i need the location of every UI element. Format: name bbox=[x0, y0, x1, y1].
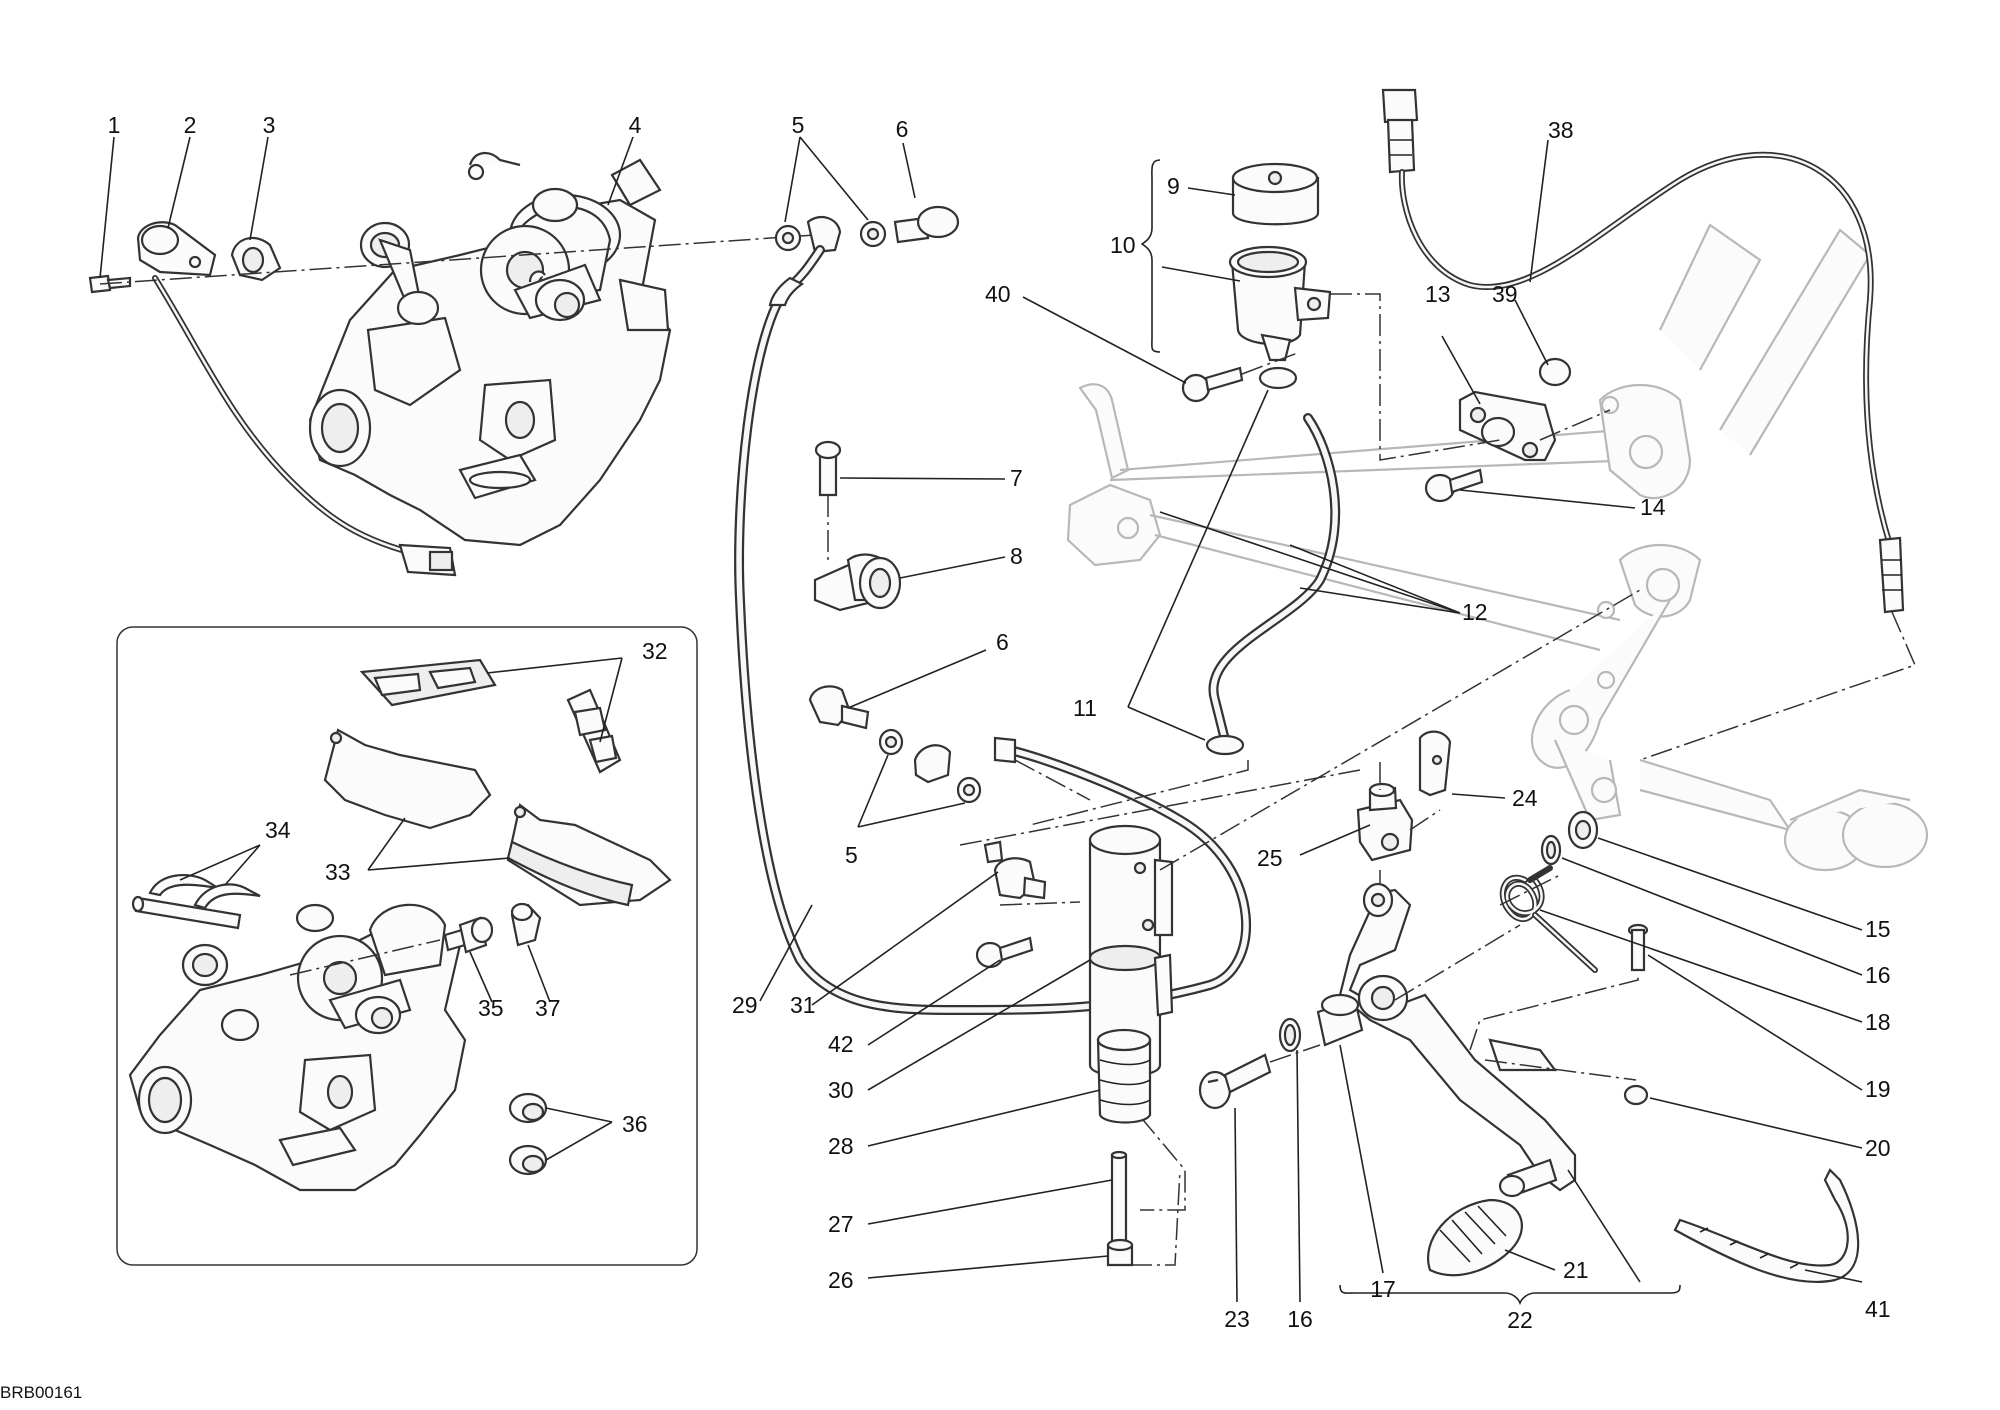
callout-6-lower: 6 bbox=[996, 629, 1009, 655]
callout-33: 33 bbox=[325, 859, 351, 885]
callout-28: 28 bbox=[828, 1133, 854, 1159]
circlip-lower bbox=[1278, 1017, 1302, 1053]
clevis-pin-clip bbox=[1418, 730, 1452, 797]
reservoir-hose-clamp-top bbox=[1258, 366, 1298, 390]
brake-caliper-seal-washer bbox=[230, 236, 282, 282]
rear-brake-master-cylinder bbox=[1088, 824, 1174, 1078]
callout-9: 9 bbox=[1167, 173, 1180, 199]
bleed-screw bbox=[443, 916, 494, 954]
drawing-code: BRB00161 bbox=[0, 1383, 82, 1402]
callout-37: 37 bbox=[535, 995, 561, 1021]
callout-38: 38 bbox=[1548, 117, 1574, 143]
callout-31: 31 bbox=[790, 992, 816, 1018]
rear-brake-caliper bbox=[308, 152, 672, 547]
leader-lines bbox=[99, 136, 1863, 1306]
rear-brake-pedal bbox=[1338, 882, 1577, 1198]
brake-pad-rear bbox=[323, 728, 492, 830]
callout-13: 13 bbox=[1425, 281, 1451, 307]
callout-30: 30 bbox=[828, 1077, 854, 1103]
callout-21: 21 bbox=[1563, 1257, 1589, 1283]
pad-retaining-spring bbox=[566, 688, 622, 774]
reservoir-bracket-bolt bbox=[814, 440, 842, 497]
callout-labels: 1 2 3 4 5 6 7 8 9 10 11 12 13 14 15 16 1… bbox=[108, 112, 1891, 1333]
inset-brake-caliper bbox=[128, 903, 467, 1192]
brake-light-switch bbox=[1878, 536, 1905, 614]
callout-39: 39 bbox=[1492, 281, 1518, 307]
callout-24: 24 bbox=[1512, 785, 1538, 811]
callout-16-upper: 16 bbox=[1865, 962, 1891, 988]
callout-6-top: 6 bbox=[896, 116, 909, 142]
callout-34: 34 bbox=[265, 817, 291, 843]
callout-3: 3 bbox=[263, 112, 276, 138]
callout-16-lower: 16 bbox=[1287, 1306, 1313, 1332]
pedal-return-spring bbox=[1499, 865, 1598, 973]
callout-11: 11 bbox=[1073, 695, 1097, 721]
callout-32: 32 bbox=[642, 638, 668, 664]
reservoir-cap bbox=[1231, 162, 1320, 226]
brake-rod-clevis bbox=[1356, 782, 1414, 862]
brake-light-switch-connector bbox=[1381, 88, 1419, 174]
callout-7: 7 bbox=[1010, 465, 1023, 491]
pivot-washer bbox=[1567, 810, 1599, 850]
brake-caliper-bleed-valve bbox=[136, 221, 217, 277]
master-cylinder-dust-boot bbox=[1096, 1028, 1152, 1124]
callout-15: 15 bbox=[1865, 916, 1891, 942]
callout-26: 26 bbox=[828, 1267, 854, 1293]
callout-41: 41 bbox=[1865, 1296, 1891, 1322]
pedal-stop-nut bbox=[1623, 1084, 1649, 1106]
callout-22: 22 bbox=[1507, 1307, 1533, 1333]
master-cylinder-push-rod bbox=[1110, 1150, 1128, 1252]
callout-40: 40 bbox=[985, 281, 1011, 307]
master-cylinder-screw bbox=[975, 936, 1034, 969]
callout-5-lower: 5 bbox=[845, 842, 858, 868]
pad-anti-squeal-shim bbox=[359, 658, 497, 707]
reservoir-hose-clamp-bottom bbox=[1205, 734, 1245, 756]
pedal-stop-screw bbox=[1627, 923, 1649, 972]
callout-35: 35 bbox=[478, 995, 504, 1021]
reservoir-mounting-screw bbox=[1181, 366, 1244, 403]
callout-4: 4 bbox=[629, 112, 642, 138]
callout-2: 2 bbox=[184, 112, 197, 138]
callout-12: 12 bbox=[1462, 599, 1488, 625]
sensor-connector bbox=[398, 543, 457, 577]
circlip-upper bbox=[1540, 834, 1562, 866]
callout-20: 20 bbox=[1865, 1135, 1891, 1161]
callout-18: 18 bbox=[1865, 1009, 1891, 1035]
spare-parts-inset-frame bbox=[116, 626, 698, 1266]
push-rod-nut bbox=[1106, 1238, 1134, 1267]
plate-screw bbox=[1424, 468, 1484, 503]
pedal-pivot-bushing bbox=[1316, 993, 1364, 1047]
master-cylinder-inlet-fitting bbox=[983, 840, 1047, 900]
caliper-pin-plug-lower bbox=[508, 1144, 548, 1176]
cable-tie-strap bbox=[1673, 1168, 1860, 1284]
frame-footpeg-bracket bbox=[1066, 223, 1929, 872]
brake-hose-banjo-top bbox=[774, 205, 960, 254]
reservoir-bracket bbox=[813, 553, 902, 612]
callout-36: 36 bbox=[622, 1111, 648, 1137]
callout-25: 25 bbox=[1257, 845, 1283, 871]
pedal-rubber bbox=[1427, 1198, 1523, 1277]
banjo-bolt-lower bbox=[808, 685, 982, 804]
caliper-pin-plug-upper bbox=[508, 1092, 548, 1124]
callout-1: 1 bbox=[108, 112, 121, 138]
callout-19: 19 bbox=[1865, 1076, 1891, 1102]
brake-fluid-reservoir bbox=[1228, 245, 1332, 362]
reservoir-mounting-plate bbox=[1458, 390, 1557, 462]
callout-5-top: 5 bbox=[792, 112, 805, 138]
callout-42: 42 bbox=[828, 1031, 854, 1057]
callout-10: 10 bbox=[1110, 232, 1136, 258]
callout-8: 8 bbox=[1010, 543, 1023, 569]
callout-29: 29 bbox=[732, 992, 758, 1018]
pedal-pivot-bolt bbox=[1198, 1053, 1272, 1110]
callout-14: 14 bbox=[1640, 494, 1666, 520]
callout-23: 23 bbox=[1224, 1306, 1250, 1332]
callout-27: 27 bbox=[828, 1211, 854, 1237]
callout-17: 17 bbox=[1370, 1276, 1396, 1302]
pad-pin-split-clip bbox=[148, 874, 261, 910]
bleed-screw-cap bbox=[510, 902, 542, 947]
plate-nut bbox=[1538, 357, 1572, 387]
pad-retaining-pin bbox=[131, 895, 242, 930]
brake-pad-front bbox=[506, 803, 672, 907]
